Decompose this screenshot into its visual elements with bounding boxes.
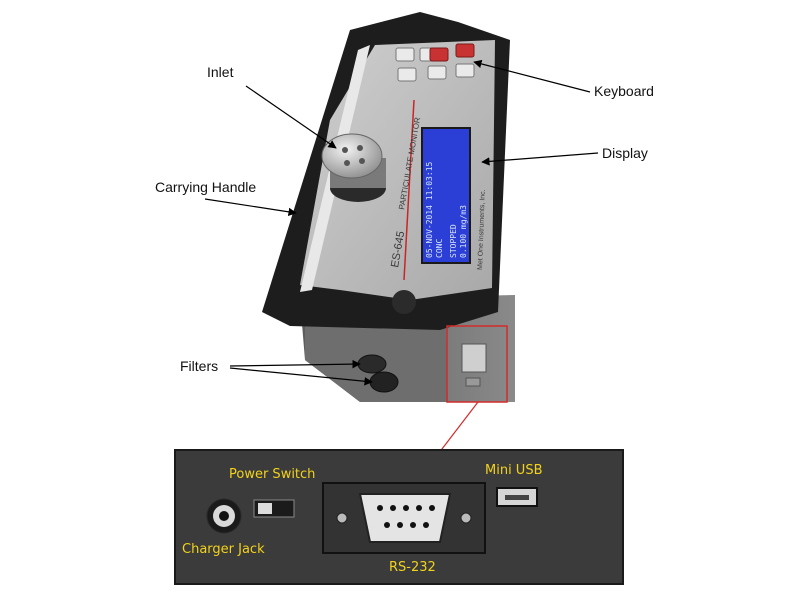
handle-knob (392, 290, 416, 314)
lcd-line-1: 05-NOV-2014 11:03:15 (425, 161, 434, 258)
key[interactable] (395, 47, 415, 62)
display-label: Display (602, 145, 648, 161)
port-area-highlight (446, 325, 508, 403)
key[interactable] (427, 65, 447, 80)
rs232-screw-left (336, 512, 348, 524)
display: 05-NOV-2014 11:03:15 CONC STOPPED 0.100 … (421, 127, 471, 264)
rs232-label: RS-232 (389, 560, 436, 575)
carrying-handle-label: Carrying Handle (155, 179, 257, 195)
face-red-stripe (403, 99, 415, 281)
connector-panel (174, 449, 624, 585)
side-port (461, 343, 487, 373)
key[interactable] (455, 63, 475, 78)
power-switch-toggle (258, 503, 272, 514)
key[interactable] (397, 67, 417, 82)
keyboard-leader (473, 59, 591, 93)
side-usb-port (465, 377, 481, 387)
filters-leader-2 (229, 367, 373, 386)
inlet-leader (245, 85, 337, 149)
mini-usb-label: Mini USB (485, 463, 543, 478)
display-leader (481, 152, 599, 166)
key-up[interactable] (429, 47, 449, 62)
inlet-label: Inlet (207, 64, 234, 80)
keyboard-label: Keyboard (594, 83, 654, 99)
rs232-screw-right (460, 512, 472, 524)
filters-label: Filters (180, 358, 219, 374)
charger-jack-label: Charger Jack (182, 542, 265, 557)
lcd-line-4: 0.100 mg/m3 (459, 205, 468, 258)
lcd-line-3: STOPPED (449, 224, 458, 258)
lcd-line-2: CONC (435, 239, 444, 258)
inlet (321, 133, 386, 202)
keyboard (395, 43, 475, 82)
lcd-screen (421, 127, 471, 264)
rs232-port (358, 493, 452, 543)
carrying-handle-leader (204, 198, 297, 217)
brand-label: Met One Instruments, Inc. (477, 189, 487, 270)
inlet-cap (321, 133, 383, 179)
filter-1 (357, 354, 387, 374)
device: 05-NOV-2014 11:03:15 CONC STOPPED 0.100 … (262, 12, 515, 403)
filters (357, 354, 399, 393)
filters-leader-1 (229, 359, 361, 369)
key-down[interactable] (455, 43, 475, 58)
power-switch-label: Power Switch (229, 467, 316, 482)
filter-2 (369, 371, 399, 393)
